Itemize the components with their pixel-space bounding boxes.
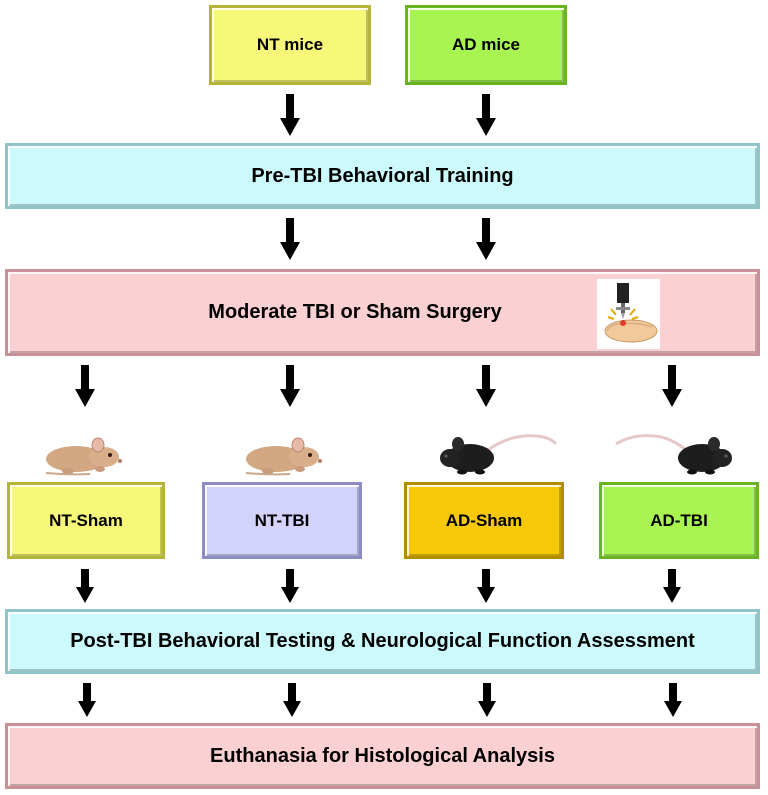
down-arrow-icon [280,365,300,407]
down-arrow-icon [477,569,495,603]
surgery-impactor-icon [597,279,660,349]
pre-tbi-training-box: Pre-TBI Behavioral Training [5,143,760,209]
pre-tbi-training-label: Pre-TBI Behavioral Training [251,164,514,187]
nt-sham-label: NT-Sham [49,510,123,530]
black-mouse-icon [615,434,732,475]
post-tbi-testing-label: Post-TBI Behavioral Testing & Neurologic… [70,630,695,652]
down-arrow-icon [476,94,496,136]
nt-sham-box: NT-Sham [7,482,165,559]
ad-mice-box: AD mice [405,5,567,85]
tan-mouse-icon [245,437,322,476]
down-arrow-icon [78,683,96,717]
down-arrow-icon [281,569,299,603]
euthanasia-box: Euthanasia for Histological Analysis [5,723,760,789]
ad-tbi-box: AD-TBI [599,482,759,559]
moderate-tbi-surgery-label: Moderate TBI or Sham Surgery [208,301,502,323]
down-arrow-icon [663,569,681,603]
post-tbi-testing-box: Post-TBI Behavioral Testing & Neurologic… [5,609,760,674]
euthanasia-label: Euthanasia for Histological Analysis [210,744,555,767]
down-arrow-icon [664,683,682,717]
nt-mice-box: NT mice [209,5,371,85]
nt-tbi-label: NT-TBI [254,510,310,530]
ad-mice-label: AD mice [451,35,521,54]
black-mouse-icon [440,434,558,475]
ad-tbi-label: AD-TBI [650,510,708,530]
tan-mouse-icon [45,437,122,476]
down-arrow-icon [662,365,682,407]
ad-sham-box: AD-Sham [404,482,564,559]
nt-tbi-box: NT-TBI [202,482,362,559]
down-arrow-icon [75,365,95,407]
down-arrow-icon [280,218,300,260]
down-arrow-icon [476,218,496,260]
down-arrow-icon [280,94,300,136]
down-arrow-icon [476,365,496,407]
down-arrow-icon [76,569,94,603]
ad-sham-label: AD-Sham [445,510,523,530]
down-arrow-icon [283,683,301,717]
nt-mice-label: NT mice [256,35,324,54]
down-arrow-icon [478,683,496,717]
